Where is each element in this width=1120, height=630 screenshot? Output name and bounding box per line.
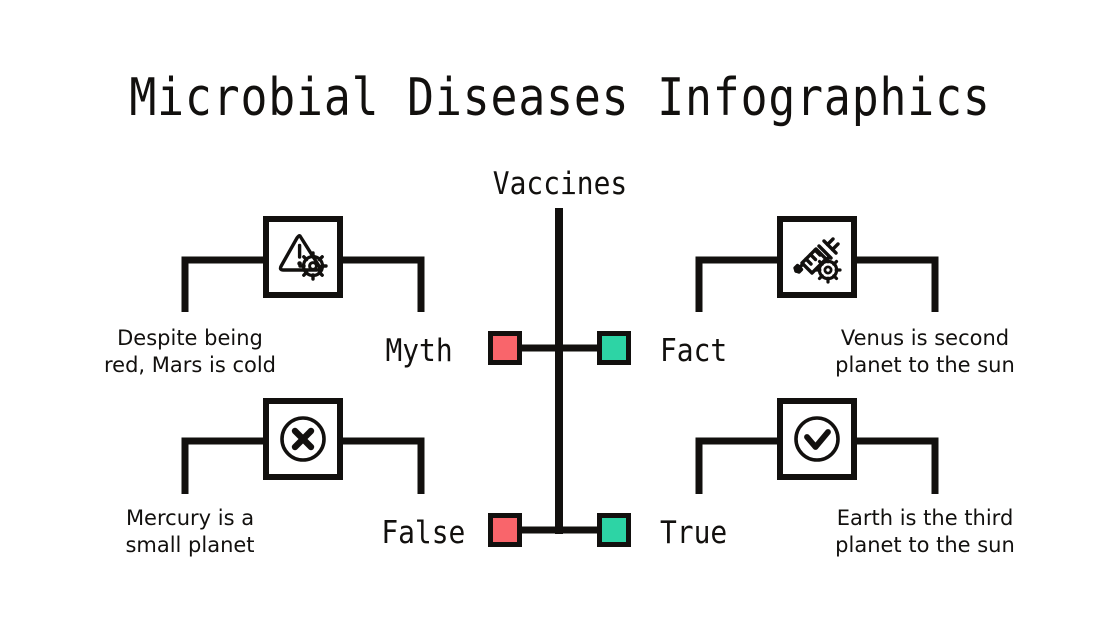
status-chip-myth[interactable] — [488, 331, 522, 365]
icon-box-true[interactable] — [777, 398, 857, 480]
bracket-true-left — [695, 437, 780, 494]
description-true: Earth is the third planet to the sun — [795, 505, 1055, 559]
description-line: planet to the sun — [835, 533, 1015, 557]
description-line: Earth is the third — [836, 506, 1014, 530]
gear-glyph — [814, 256, 842, 284]
circle-x-icon — [280, 416, 326, 462]
description-line: red, Mars is cold — [103, 353, 277, 377]
description-false: Mercury is a small planet — [60, 505, 320, 559]
status-chip-false[interactable] — [488, 513, 522, 547]
bracket-myth-left — [181, 256, 266, 312]
description-line: Despite being — [117, 326, 263, 350]
status-chip-fact[interactable] — [597, 331, 631, 365]
category-label-myth: Myth — [385, 333, 453, 369]
center-trunk-line — [555, 208, 563, 534]
category-label-true: True — [660, 515, 728, 551]
category-label-fact: Fact — [660, 333, 728, 369]
icon-box-myth[interactable] — [263, 216, 343, 298]
description-line: Mercury is a — [125, 506, 255, 530]
bracket-false-right — [339, 437, 425, 494]
warning-gear-icon — [278, 234, 328, 281]
category-label-false: False — [381, 515, 466, 551]
bracket-true-right — [853, 437, 939, 494]
description-line: Venus is second — [840, 326, 1010, 350]
gear-glyph — [298, 251, 328, 281]
icon-box-fact[interactable] — [777, 216, 857, 298]
status-chip-true[interactable] — [597, 513, 631, 547]
icon-box-false[interactable] — [263, 398, 343, 480]
bracket-fact-left — [695, 256, 780, 312]
page-title: Microbial Diseases Infographics — [129, 68, 991, 128]
bracket-fact-right — [853, 256, 939, 312]
circle-check-icon — [794, 416, 840, 462]
bracket-false-left — [181, 437, 266, 494]
description-myth: Despite being red, Mars is cold — [60, 325, 320, 379]
description-line: small planet — [125, 533, 255, 557]
bracket-myth-right — [339, 256, 425, 312]
description-line: planet to the sun — [835, 353, 1015, 377]
center-label: Vaccines — [492, 166, 628, 202]
description-fact: Venus is second planet to the sun — [795, 325, 1055, 379]
syringe-gear-icon — [793, 237, 842, 284]
